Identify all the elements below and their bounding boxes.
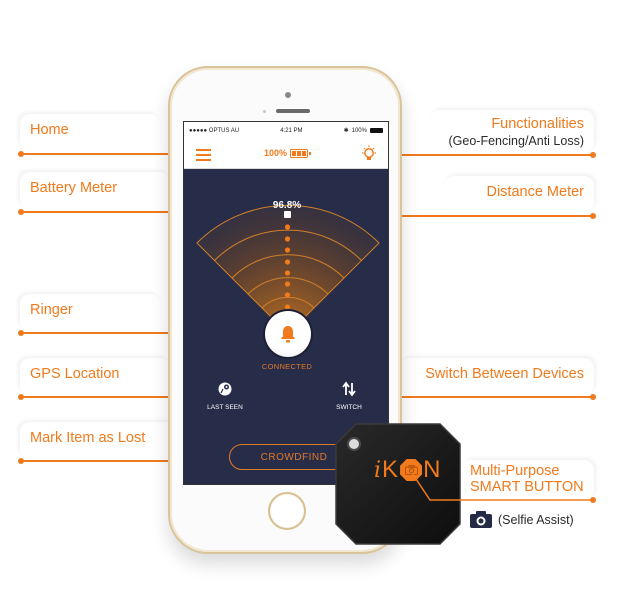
lightbulb-icon[interactable] bbox=[361, 145, 377, 163]
battery-meter: 100% bbox=[264, 148, 312, 158]
proximity-sensor bbox=[263, 110, 266, 113]
connector-dot bbox=[18, 394, 24, 400]
app-header: 100% bbox=[184, 139, 388, 169]
switch-label: SWITCH bbox=[336, 404, 362, 411]
carrier-label: ●●●●● OPTUS AU bbox=[189, 127, 240, 134]
switch-arrows-icon bbox=[342, 381, 356, 397]
callout-ringer-label: Ringer bbox=[30, 302, 73, 318]
gps-location-icon bbox=[218, 382, 232, 396]
callout-mark-lost: Mark Item as Lost bbox=[20, 422, 180, 458]
connector-battery bbox=[21, 211, 184, 213]
app-screen: ●●●●● OPTUS AU 4:21 PM ✱ 100% 100% bbox=[183, 121, 389, 485]
connector-mark-lost bbox=[21, 460, 227, 462]
status-battery-icon bbox=[369, 128, 383, 133]
last-seen-label: LAST SEEN bbox=[207, 404, 243, 411]
ikon-logo: i K N bbox=[374, 456, 442, 483]
callout-switch-devices: Switch Between Devices bbox=[400, 358, 594, 394]
ringer-button[interactable] bbox=[265, 311, 311, 357]
callout-switch-devices-label: Switch Between Devices bbox=[425, 366, 584, 382]
callout-mark-lost-label: Mark Item as Lost bbox=[30, 430, 146, 446]
home-button[interactable] bbox=[268, 492, 306, 530]
switch-button[interactable]: SWITCH bbox=[319, 380, 379, 411]
callout-smart-button-label2: SMART BUTTON bbox=[470, 479, 584, 495]
callout-home-label: Home bbox=[30, 122, 69, 138]
connector-dot bbox=[590, 394, 596, 400]
callout-distance-meter-label: Distance Meter bbox=[486, 184, 584, 200]
selfie-assist-label: (Selfie Assist) bbox=[498, 512, 574, 527]
callout-functionalities: Functionalities (Geo-Fencing/Anti Loss) bbox=[430, 110, 594, 152]
callout-battery-meter: Battery Meter bbox=[20, 172, 170, 208]
connector-dot bbox=[18, 458, 24, 464]
callout-ringer: Ringer bbox=[20, 294, 160, 330]
status-bar: ●●●●● OPTUS AU 4:21 PM ✱ 100% bbox=[184, 122, 388, 139]
connection-status: CONNECTED bbox=[261, 362, 313, 371]
connector-dot bbox=[18, 330, 24, 336]
callout-distance-meter: Distance Meter bbox=[444, 176, 594, 212]
ikon-smart-button-device: i K N bbox=[334, 422, 462, 546]
connector-dot bbox=[590, 213, 596, 219]
connector-dot bbox=[18, 209, 24, 215]
callout-gps-location: GPS Location bbox=[20, 358, 170, 394]
battery-icon bbox=[290, 148, 312, 158]
selfie-assist: (Selfie Assist) bbox=[470, 511, 574, 528]
last-seen-button[interactable]: LAST SEEN bbox=[195, 380, 255, 411]
connector-functionalities bbox=[378, 154, 593, 156]
callout-gps-location-label: GPS Location bbox=[30, 366, 120, 382]
distance-meter-fan bbox=[196, 204, 380, 335]
bluetooth-icon: ✱ bbox=[343, 128, 349, 134]
status-battery-label: 100% bbox=[351, 127, 367, 134]
connector-gps bbox=[21, 396, 210, 398]
connector-smart-button bbox=[411, 472, 596, 503]
callout-home: Home bbox=[20, 114, 160, 150]
connector-dot bbox=[590, 152, 596, 158]
camera-icon bbox=[470, 511, 492, 528]
smart-button-camera-icon[interactable] bbox=[400, 459, 423, 481]
callout-functionalities-sub: (Geo-Fencing/Anti Loss) bbox=[448, 134, 584, 148]
connector-dot bbox=[18, 151, 24, 157]
distance-percent: 96.8% bbox=[272, 200, 302, 211]
crowdfind-label: CROWDFIND bbox=[260, 451, 328, 463]
connector-home bbox=[21, 153, 187, 155]
connector-ringer bbox=[21, 332, 257, 334]
earpiece-speaker bbox=[276, 109, 310, 113]
connector-switch bbox=[358, 396, 593, 398]
hamburger-icon[interactable] bbox=[196, 149, 211, 161]
battery-percent: 100% bbox=[264, 148, 288, 158]
front-camera bbox=[285, 92, 291, 98]
callout-smart-button-label: Multi-Purpose bbox=[470, 463, 560, 479]
callout-functionalities-label: Functionalities bbox=[491, 116, 584, 132]
time-label: 4:21 PM bbox=[280, 127, 303, 134]
connector-distance bbox=[290, 215, 593, 217]
bell-icon bbox=[281, 326, 295, 343]
callout-smart-button: Multi-Purpose SMART BUTTON bbox=[462, 460, 594, 500]
callout-battery-meter-label: Battery Meter bbox=[30, 180, 118, 196]
camera-icon bbox=[404, 465, 418, 475]
